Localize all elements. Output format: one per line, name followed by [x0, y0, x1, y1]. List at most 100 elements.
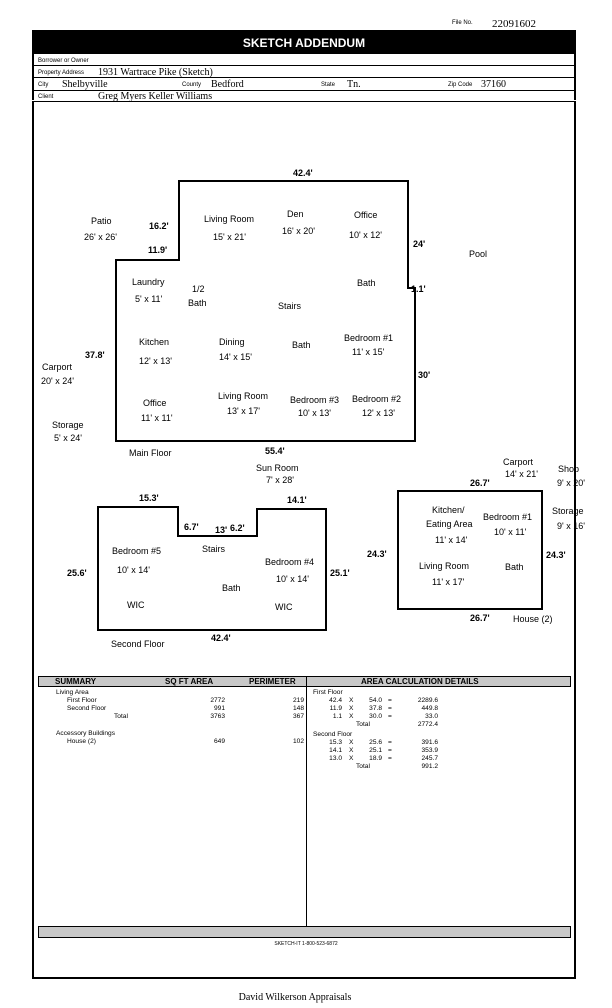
area-label: Carport — [42, 362, 73, 372]
area-size: 26' x 26' — [84, 232, 117, 242]
room-label: WIC — [127, 600, 145, 610]
area-label: Patio — [91, 216, 112, 226]
area-label: Storage — [52, 420, 84, 430]
summary-row-label: Total — [114, 713, 128, 720]
room-size: 13' x 17' — [227, 406, 260, 416]
calc-eq: = — [388, 755, 392, 762]
summary-row-area: 991 — [213, 705, 225, 712]
file-no-label: File No. — [452, 20, 473, 26]
dimension-label: 24' — [413, 239, 425, 249]
calc-x: X — [349, 697, 354, 704]
floor-caption: Second Floor — [111, 639, 165, 649]
calc-result: 245.7 — [421, 755, 438, 762]
calc-b: 30.0 — [369, 713, 382, 720]
area-label: Sun Room — [256, 463, 299, 473]
room-label: Living Room — [204, 214, 254, 224]
room-label: Living Room — [419, 561, 469, 571]
dimension-label: 42.4' — [293, 168, 313, 178]
room-label: Office — [354, 210, 377, 220]
summary-row-perimeter: 219 — [292, 697, 304, 704]
county-label: County — [182, 82, 202, 88]
property-address-value: 1931 Wartrace Pike (Sketch) — [98, 67, 213, 78]
floor-caption: Main Floor — [129, 448, 172, 458]
area-size: 9' x 16' — [557, 521, 585, 531]
room-size: 11' x 15' — [352, 347, 385, 357]
room-label: Kitchen — [139, 337, 169, 347]
calc-x: X — [349, 747, 354, 754]
room-label: Eating Area — [426, 519, 473, 529]
city-value: Shelbyville — [62, 79, 108, 90]
summary-vertical-divider — [306, 676, 307, 926]
room-label: Bedroom #4 — [265, 557, 314, 567]
calc-x: X — [349, 755, 354, 762]
client-value: Greg Myers Keller Williams — [98, 91, 213, 102]
calc-result: 2289.6 — [417, 697, 438, 704]
dimension-label: 30' — [418, 370, 430, 380]
room-label: Bath — [292, 340, 311, 350]
calc-a: 14.1 — [329, 747, 342, 754]
client-label: Client — [38, 94, 54, 100]
house2-outline — [397, 490, 543, 610]
summary-row-perimeter: 148 — [292, 705, 304, 712]
calc-b: 25.1 — [369, 747, 382, 754]
area-size: 20' x 24' — [41, 376, 74, 386]
room-label: Dining — [219, 337, 245, 347]
property-address-label: Property Address — [38, 70, 85, 76]
room-label: Living Room — [218, 391, 268, 401]
dimension-label: 24.3' — [546, 550, 566, 560]
calc-x: X — [349, 739, 354, 746]
calc-x: X — [349, 713, 354, 720]
room-label: 1/2 — [192, 284, 205, 294]
summary-row-perimeter: 102 — [292, 738, 304, 745]
area-size: 9' x 20' — [557, 478, 585, 488]
summary-row-area: 2772 — [210, 697, 225, 704]
area-size: 5' x 24' — [54, 433, 82, 443]
calc-b: 18.9 — [369, 755, 382, 762]
room-label: Bedroom #5 — [112, 546, 161, 556]
calc-a: 15.3 — [329, 739, 342, 746]
area-size: 14' x 21' — [505, 469, 538, 479]
calc-result: 449.8 — [421, 705, 438, 712]
divider — [32, 90, 576, 91]
room-label: Bath — [505, 562, 524, 572]
room-size: 11' x 14' — [435, 535, 468, 545]
room-size: 16' x 20' — [282, 226, 315, 236]
divider — [32, 77, 576, 78]
room-label: Bath — [222, 583, 241, 593]
room-size: 12' x 13' — [139, 356, 172, 366]
summary-row-perimeter: 367 — [292, 713, 304, 720]
room-label: Stairs — [202, 544, 226, 554]
second-floor-outline — [97, 506, 327, 631]
dimension-label: 6.2' — [230, 523, 245, 533]
dimension-label: 24.3' — [367, 549, 387, 559]
room-size: 10' x 13' — [298, 408, 331, 418]
calc-a: 1.1 — [332, 713, 342, 720]
room-size: 10' x 14' — [117, 565, 150, 575]
room-label: Bath — [357, 278, 376, 288]
calc-group-title: Second Floor — [313, 731, 353, 738]
room-label: Den — [287, 209, 304, 219]
dimension-label: 26.7' — [470, 613, 490, 623]
room-label: Bedroom #1 — [344, 333, 393, 343]
summary-row-area: 649 — [213, 738, 225, 745]
software-credit: SKETCH-IT 1-800-523-6872 — [274, 941, 338, 947]
area-label: Storage — [552, 506, 584, 516]
dimension-label: 14.1' — [287, 495, 307, 505]
title-bar — [32, 30, 576, 54]
room-size: 14' x 15' — [219, 352, 252, 362]
summary-row-area: 3763 — [210, 713, 225, 720]
room-size: 12' x 13' — [362, 408, 395, 418]
city-label: City — [38, 82, 49, 88]
calc-total-label: Total — [356, 721, 370, 728]
dimension-label: 25.1' — [330, 568, 350, 578]
area-label: Shop — [558, 464, 579, 474]
accessory-label: Accessory Buildings — [56, 730, 116, 737]
dimension-label: 1.1' — [411, 284, 426, 294]
calc-result: 33.0 — [425, 713, 438, 720]
summary-row-label: Second Floor — [67, 705, 107, 712]
room-size: Bath — [188, 298, 207, 308]
sketch-frame — [32, 101, 576, 979]
summary-row-label: First Floor — [67, 697, 97, 704]
calc-x: X — [349, 705, 354, 712]
calc-eq: = — [388, 747, 392, 754]
